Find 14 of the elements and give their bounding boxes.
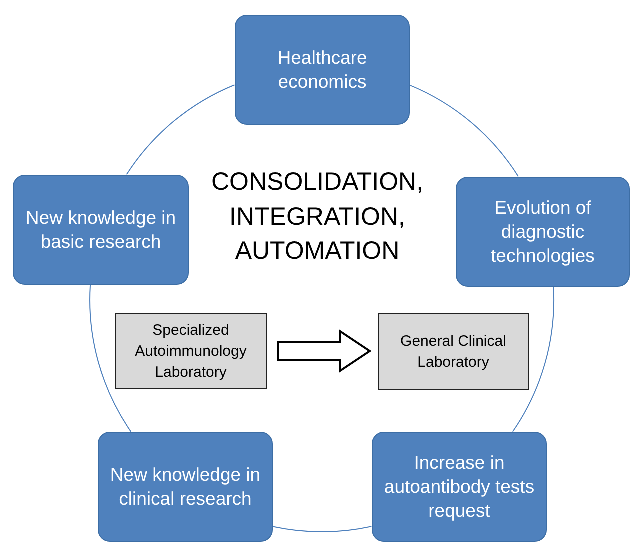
laboratory-box: General Clinical Laboratory [378,313,529,390]
connector-arc [126,84,236,176]
laboratory-box: Specialized Autoimmunology Laboratory [115,313,267,389]
block-arrow [277,329,372,374]
topic-box: New knowledge in clinical research [98,432,273,542]
topic-box: Healthcare economics [235,15,410,125]
topic-box: Increase in autoantibody tests request [372,432,547,542]
connector-arc [272,526,372,532]
connector-arc [90,285,132,432]
topic-box: Evolution of diagnostic technologies [456,177,630,287]
connector-arc [512,286,554,432]
connector-arc [410,84,519,178]
center-heading: CONSOLIDATION, INTEGRATION, AUTOMATION [210,167,425,267]
topic-box: New knowledge in basic research [13,175,189,285]
